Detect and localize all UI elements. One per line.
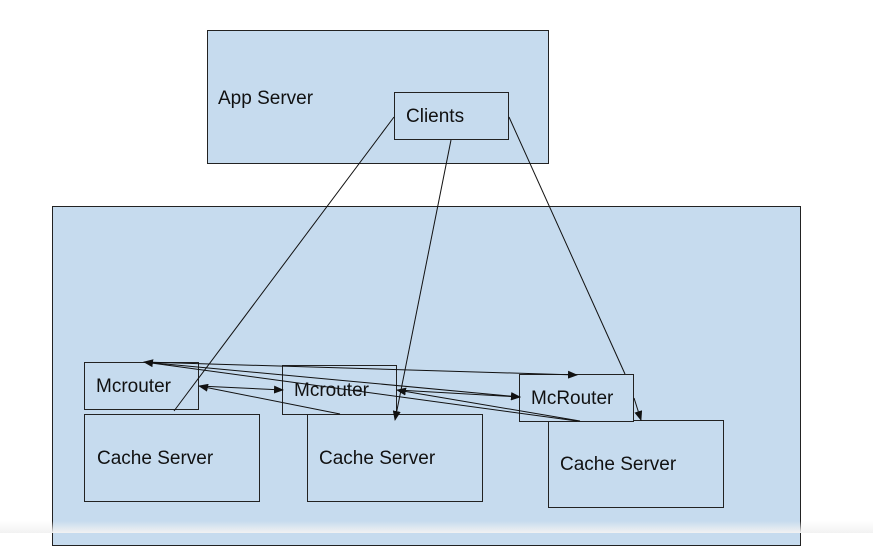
cache-server-box-2 (307, 414, 483, 502)
cache-server-label-2: Cache Server (319, 448, 436, 469)
cache-server-label-1: Cache Server (97, 448, 214, 469)
clients-box (394, 92, 509, 140)
mcrouter-label-2: Mcrouter (294, 380, 369, 401)
bottom-edge-shadow (0, 521, 873, 533)
mcrouter-label-3: McRouter (531, 388, 614, 409)
mcrouter-label-1: Mcrouter (96, 376, 171, 397)
cache-server-label-3: Cache Server (560, 454, 677, 475)
app-server-label: App Server (218, 88, 314, 109)
cache-server-box-1 (84, 414, 260, 502)
clients-label: Clients (406, 106, 465, 127)
